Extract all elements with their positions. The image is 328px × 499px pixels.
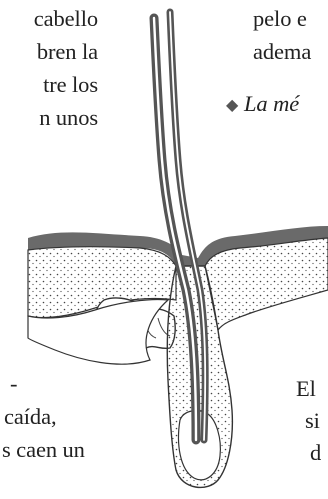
left-line-3: tre los (43, 68, 98, 101)
left-line-4: n unos (39, 101, 98, 134)
left-line-1: cabello (34, 2, 98, 35)
diamond-bullet-icon: ◆ (226, 95, 238, 115)
left-line-7: s caen un (2, 433, 85, 466)
right-line-2: adema (253, 35, 311, 68)
right-line-3: El (296, 372, 316, 405)
left-line-2: bren la (37, 35, 98, 68)
quote-line: La mé (244, 87, 299, 120)
left-line-5: - (10, 367, 17, 400)
right-line-1: pelo e (253, 2, 307, 35)
right-line-4: si (305, 404, 320, 437)
right-line-5: d (310, 436, 321, 469)
left-line-6: caída, (4, 400, 57, 433)
dermis-right (205, 238, 328, 330)
